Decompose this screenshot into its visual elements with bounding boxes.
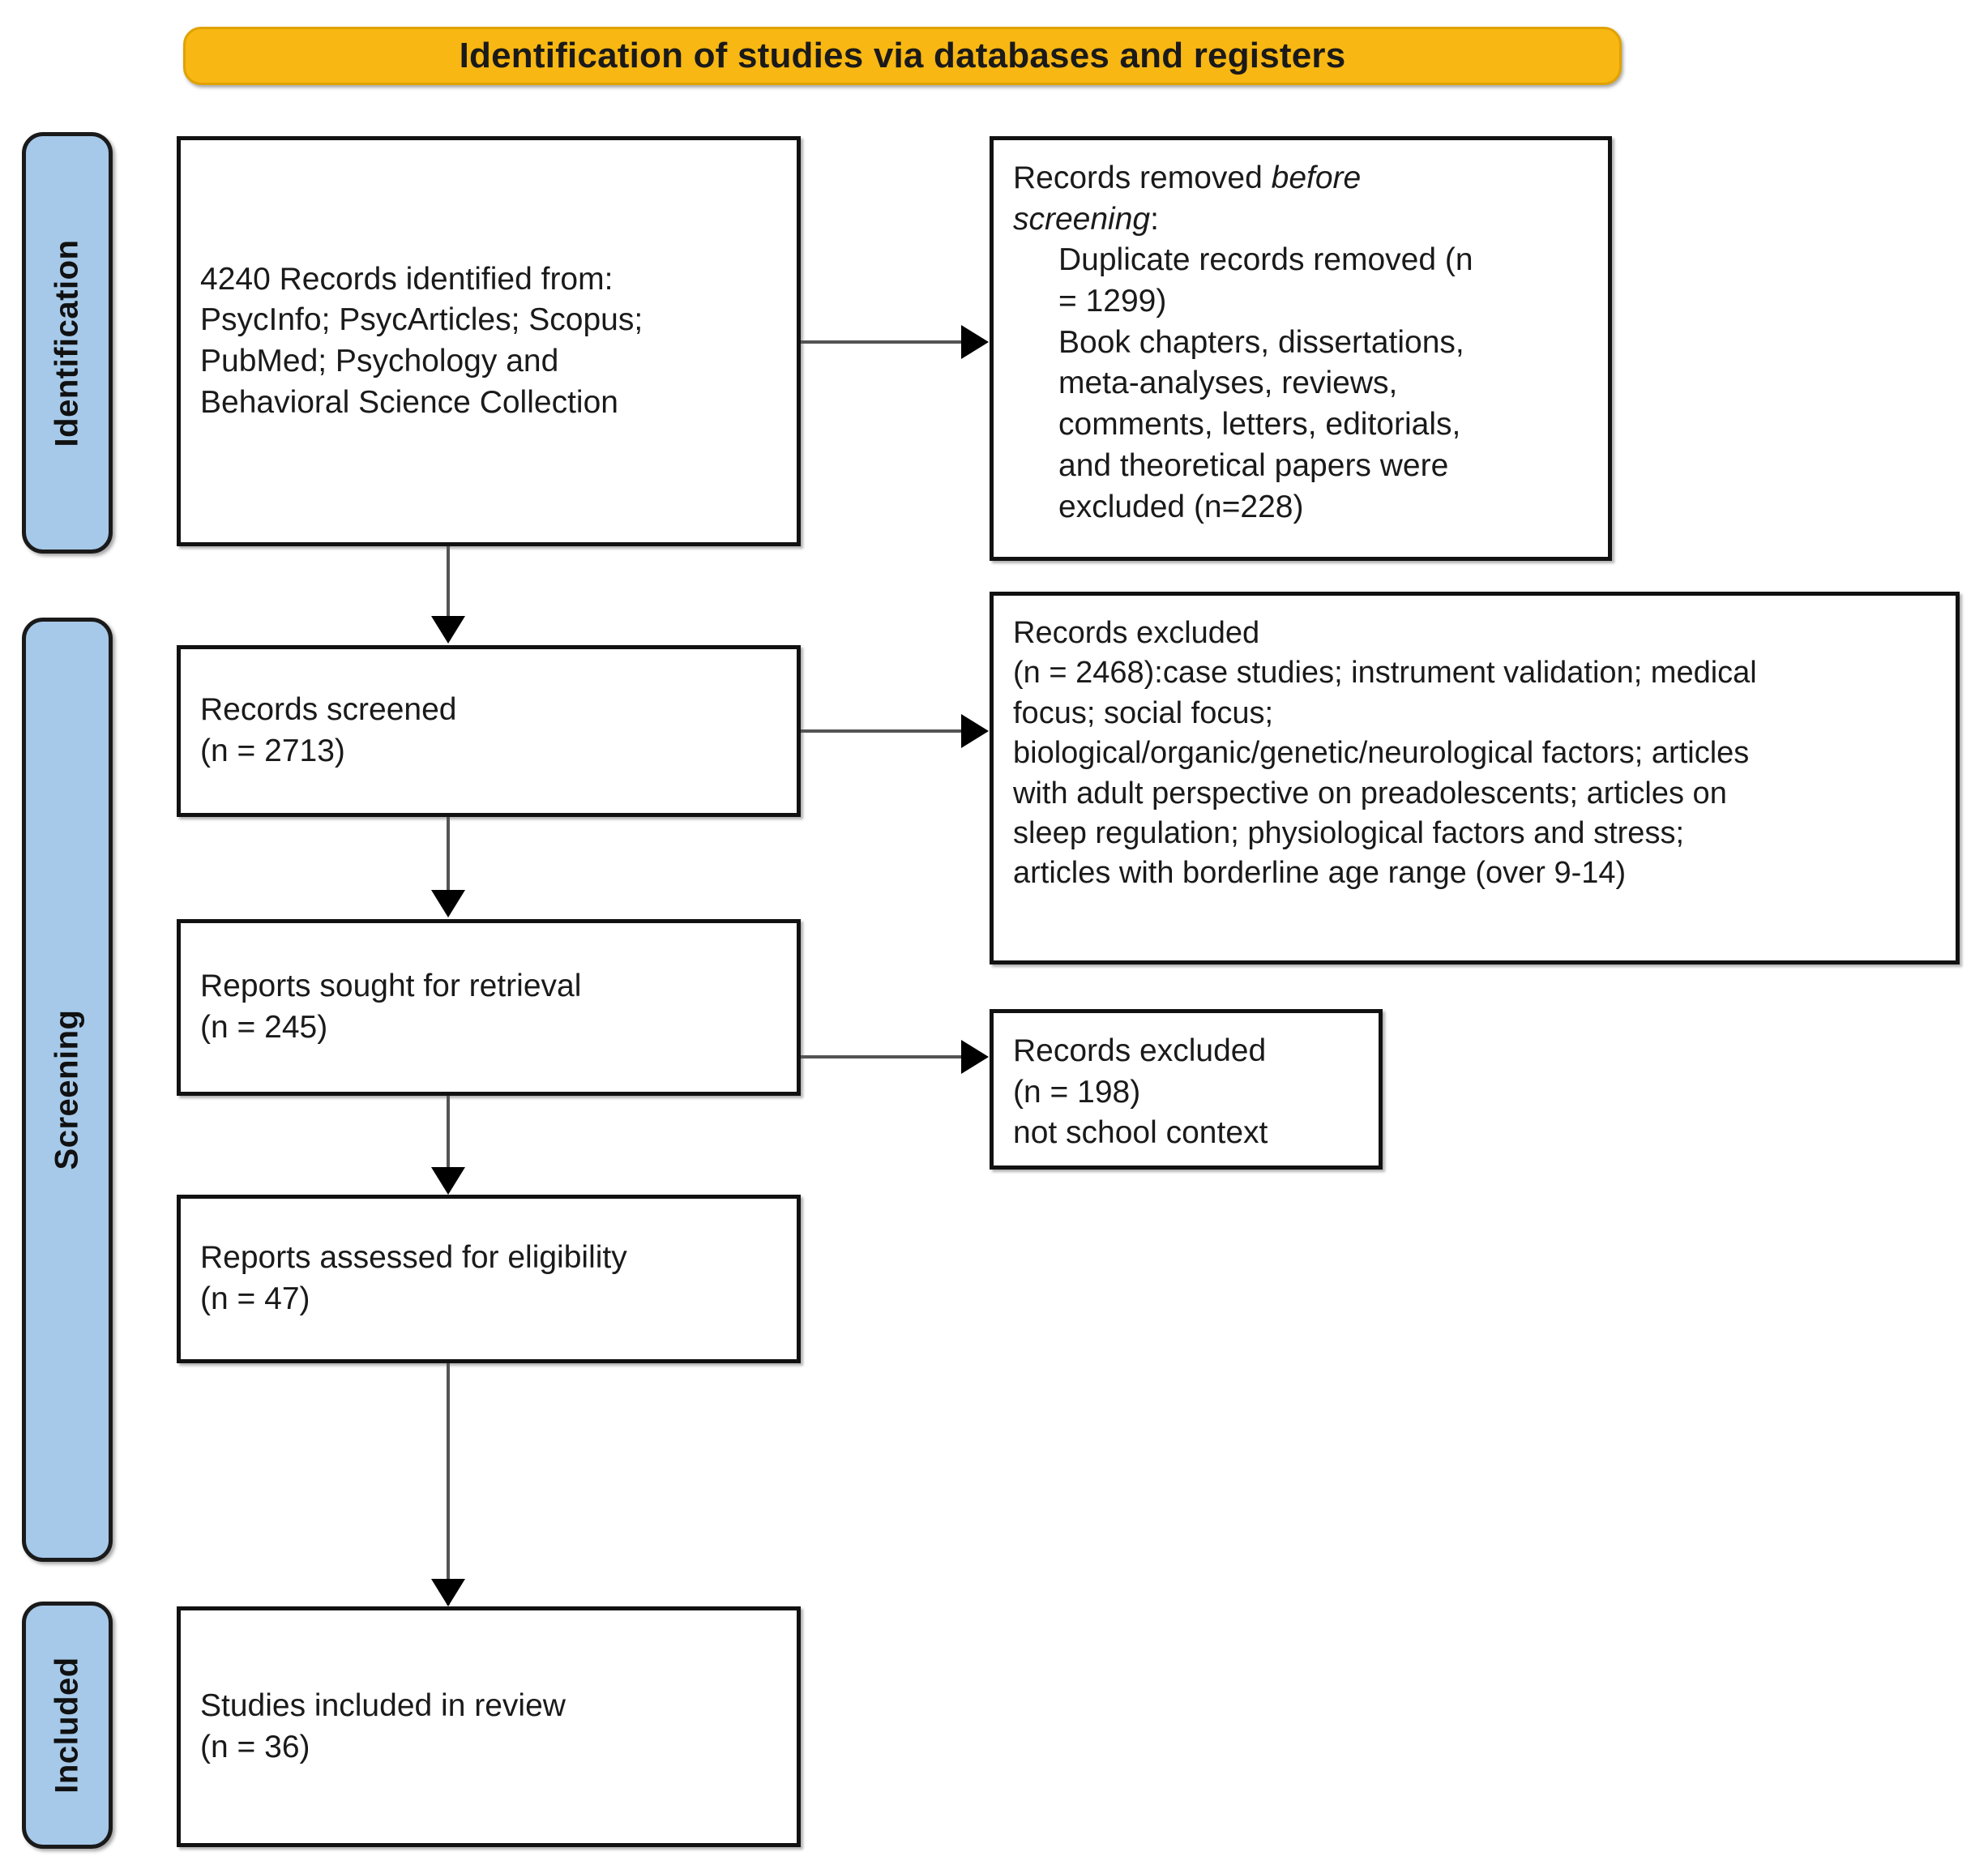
arrowhead-identified-to-removed (961, 325, 989, 359)
connector-screened-to-sought (447, 817, 450, 893)
studies-included-line-2: (n = 36) (200, 1729, 310, 1764)
records-excluded-retrieval-line-1: Records excluded (1013, 1033, 1267, 1068)
records-removed-item-5: comments, letters, editorials, (1058, 407, 1461, 443)
records-screened-line-1: Records screened (200, 692, 457, 728)
records-identified-line-2: PsycInfo; PsycArticles; Scopus; (200, 302, 643, 338)
box-records-excluded-retrieval: Records excluded (n = 198) not school co… (990, 1009, 1383, 1170)
connector-identified-to-removed (801, 340, 963, 344)
records-excluded-screening-line-2: (n = 2468):case studies; instrument vali… (1013, 656, 1757, 691)
records-excluded-screening-line-6: sleep regulation; physiological factors … (1013, 815, 1685, 850)
connector-sought-to-excluded (801, 1055, 963, 1059)
box-records-screened: Records screened (n = 2713) (177, 645, 801, 817)
records-identified-line-1: 4240 Records identified from: (200, 261, 614, 297)
records-removed-heading: Records removed before (1013, 158, 1588, 199)
reports-assessed-line-1: Reports assessed for eligibility (200, 1240, 627, 1276)
reports-assessed-line-2: (n = 47) (200, 1281, 310, 1316)
box-records-excluded-screening: Records excluded (n = 2468):case studies… (990, 592, 1960, 964)
records-removed-item-4: meta-analyses, reviews, (1058, 366, 1398, 401)
connector-sought-to-assessed (447, 1096, 450, 1170)
box-studies-included: Studies included in review (n = 36) (177, 1606, 801, 1847)
phase-label-identification: Identification (49, 239, 85, 447)
phase-label-screening: Screening (49, 1009, 85, 1170)
records-removed-heading-line2: screening: (1013, 199, 1588, 241)
records-removed-heading-colon: : (1150, 201, 1159, 237)
records-excluded-retrieval-line-2: (n = 198) (1013, 1074, 1141, 1110)
phase-label-included: Included (49, 1657, 85, 1794)
box-reports-sought: Reports sought for retrieval (n = 245) (177, 919, 801, 1096)
records-excluded-screening-line-4: biological/organic/genetic/neurological … (1013, 736, 1750, 771)
records-excluded-retrieval-line-3: not school context (1013, 1115, 1268, 1151)
diagram-title: Identification of studies via databases … (459, 36, 1346, 75)
arrowhead-sought-to-assessed (431, 1167, 465, 1195)
arrowhead-screened-to-sought (431, 890, 465, 917)
arrowhead-assessed-to-included (431, 1579, 465, 1606)
arrowhead-identified-to-screened (431, 616, 465, 644)
studies-included-line-1: Studies included in review (200, 1687, 566, 1723)
records-removed-item-2: = 1299) (1058, 284, 1167, 319)
records-identified-line-4: Behavioral Science Collection (200, 384, 618, 420)
records-removed-item-7: excluded (n=228) (1058, 489, 1304, 524)
phase-pill-included: Included (22, 1602, 113, 1849)
phase-pill-identification: Identification (22, 132, 113, 554)
phase-pill-screening: Screening (22, 618, 113, 1562)
box-records-removed-before-screening: Records removed before screening: Duplic… (990, 136, 1612, 561)
records-excluded-screening-line-1: Records excluded (1013, 616, 1260, 650)
records-removed-item-6: and theoretical papers were (1058, 447, 1449, 483)
records-screened-line-2: (n = 2713) (200, 733, 345, 768)
records-excluded-screening-line-7: articles with borderline age range (over… (1013, 856, 1627, 891)
records-removed-item-3: Book chapters, dissertations, (1058, 324, 1464, 360)
box-reports-assessed: Reports assessed for eligibility (n = 47… (177, 1195, 801, 1363)
reports-sought-line-2: (n = 245) (200, 1010, 328, 1045)
records-removed-heading-italic-screening: screening (1013, 201, 1151, 237)
arrowhead-screened-to-excluded (961, 714, 989, 748)
records-removed-heading-plain: Records removed (1013, 160, 1272, 195)
connector-screened-to-excluded (801, 729, 963, 733)
records-excluded-screening-line-5: with adult perspective on preadolescents… (1013, 776, 1727, 810)
connector-identified-to-screened (447, 546, 450, 619)
arrowhead-sought-to-excluded (961, 1040, 989, 1074)
records-excluded-screening-line-3: focus; social focus; (1013, 695, 1274, 730)
reports-sought-line-1: Reports sought for retrieval (200, 969, 582, 1004)
connector-assessed-to-included (447, 1363, 450, 1605)
box-records-identified: 4240 Records identified from: PsycInfo; … (177, 136, 801, 546)
records-removed-heading-italic-before: before (1271, 160, 1362, 195)
records-identified-line-3: PubMed; Psychology and (200, 344, 559, 379)
diagram-header-banner: Identification of studies via databases … (183, 27, 1622, 85)
records-removed-item-1: Duplicate records removed (n (1058, 242, 1473, 278)
